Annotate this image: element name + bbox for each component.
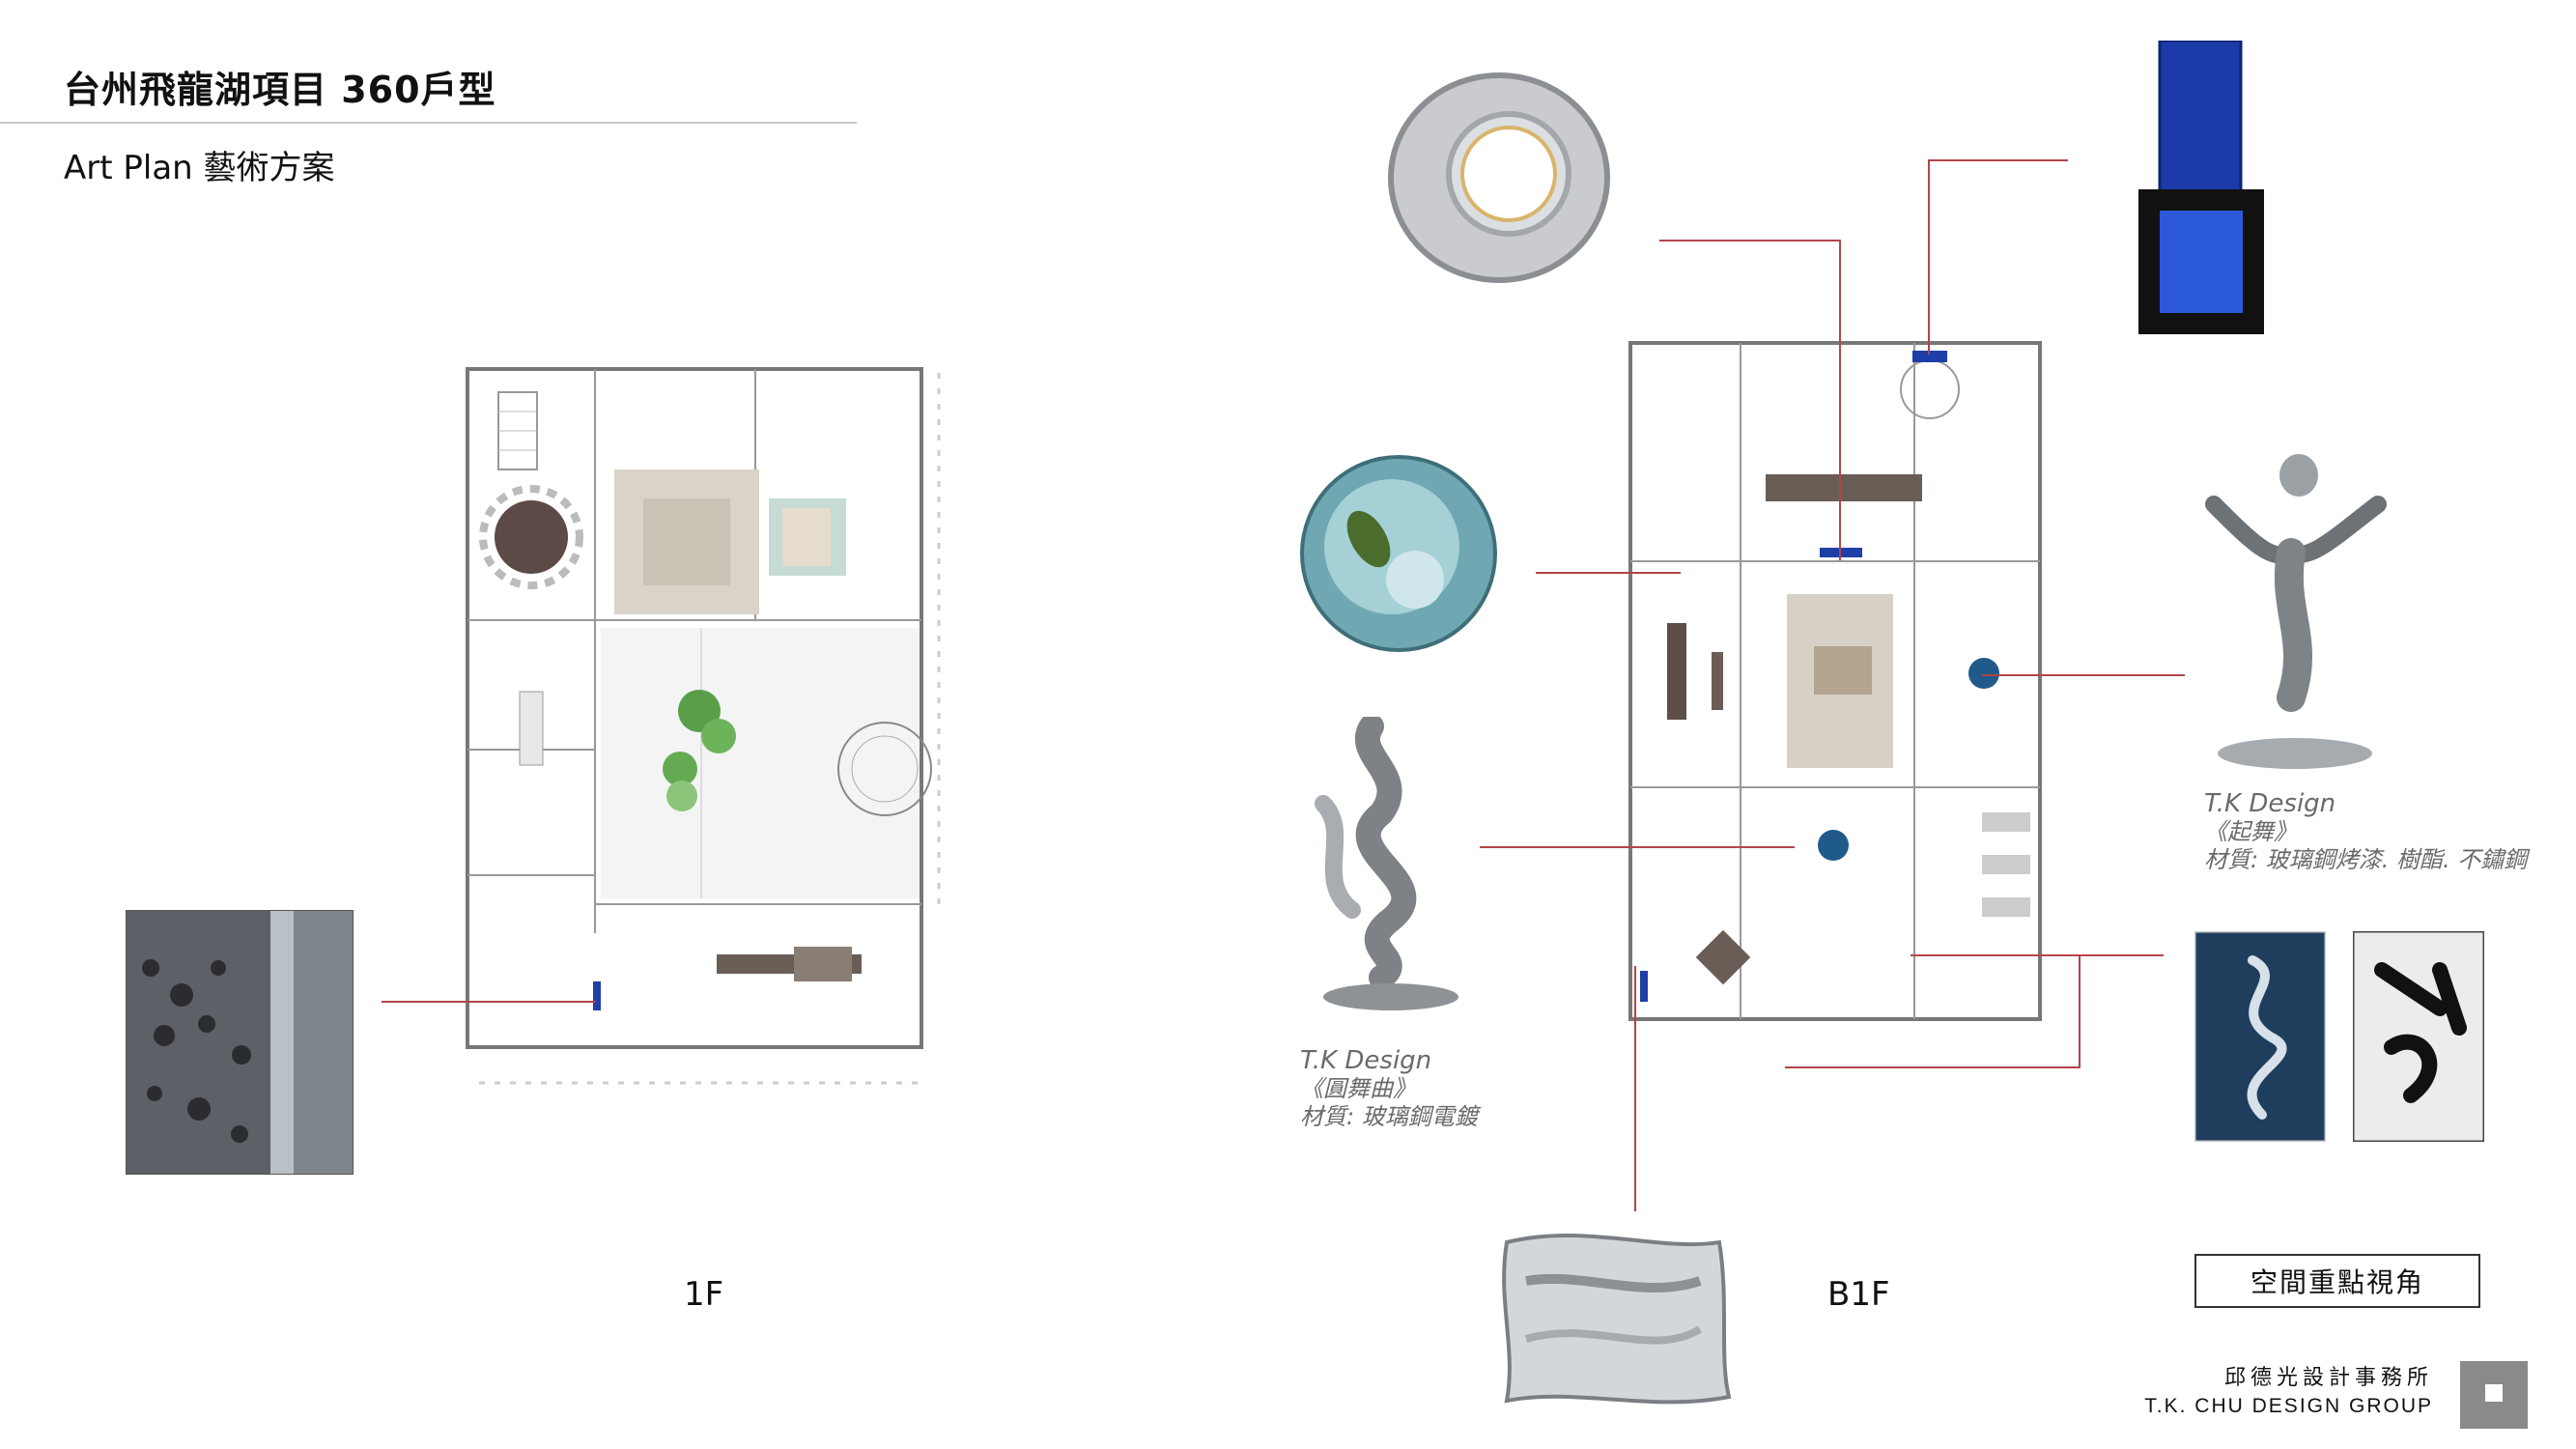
- texture-artwork-image: [126, 910, 354, 1175]
- floor-label-1f: 1F: [684, 1275, 724, 1314]
- rising-dancer-artwork-image: [2205, 454, 2387, 769]
- floor-plan-1f: [460, 363, 958, 1107]
- artwork-material-dance: 材質: 玻璃鋼電鍍: [1300, 1103, 1478, 1130]
- glass-sphere-artwork-image: [1300, 455, 1497, 652]
- artwork-caption-dance: T.K Design 《圓舞曲》 材質: 玻璃鋼電鍍: [1300, 1047, 1478, 1131]
- page-title: 台州飛龍湖項目 360戶型: [64, 69, 496, 111]
- artwork-designer-rising: T.K Design: [2204, 789, 2336, 818]
- leader-line-rising: [1982, 674, 2185, 676]
- artwork-designer-dance: T.K Design: [1300, 1046, 1432, 1075]
- title-divider: [0, 122, 857, 124]
- leader-line-blue-panel: [1928, 159, 2068, 161]
- leader-line-calligraphy: [1911, 954, 2164, 956]
- artwork-caption-rising: T.K Design 《起舞》 材質: 玻璃鋼烤漆. 樹酯. 不鏽鋼: [2204, 790, 2527, 874]
- leader-line-mirror-drop: [1839, 240, 1841, 560]
- leader-line-texture: [382, 1001, 596, 1003]
- floor-label-b1f: B1F: [1827, 1275, 1890, 1314]
- leader-line-mirror: [1659, 240, 1840, 242]
- brand-english-name: T.K. CHU DESIGN GROUP: [2144, 1395, 2433, 1417]
- artwork-name-dance: 《圓舞曲》: [1300, 1075, 1416, 1102]
- key-view-button[interactable]: 空間重點視角: [2194, 1254, 2480, 1308]
- leader-line-calligraphy-base: [1785, 1066, 2081, 1068]
- leader-line-glass-sphere: [1536, 572, 1681, 574]
- artwork-name-rising: 《起舞》: [2204, 818, 2297, 845]
- mirror-artwork-image: [1388, 72, 1610, 283]
- artwork-material-rising: 材質: 玻璃鋼烤漆. 樹酯. 不鏽鋼: [2204, 846, 2528, 873]
- leader-line-dance: [1480, 846, 1795, 848]
- brand-logo: [2460, 1361, 2528, 1429]
- dance-sculpture-artwork-image: [1315, 717, 1458, 1010]
- floor-plan-b1f: [1625, 333, 2046, 1029]
- page-subtitle: Art Plan 藝術方案: [64, 149, 335, 187]
- blue-calligraphy-painting-image: [2194, 931, 2326, 1142]
- brand-chinese-name: 邱德光設計事務所: [2223, 1366, 2433, 1390]
- chrome-sculpture-artwork-image: [1502, 1233, 1732, 1405]
- black-calligraphy-painting-image: [2353, 931, 2484, 1142]
- leader-line-calligraphy-drop: [2079, 954, 2081, 1068]
- leader-line-chrome: [1634, 966, 1636, 1211]
- blue-panel-artwork-image: [2138, 41, 2264, 334]
- leader-line-blue-panel-drop: [1928, 159, 1930, 355]
